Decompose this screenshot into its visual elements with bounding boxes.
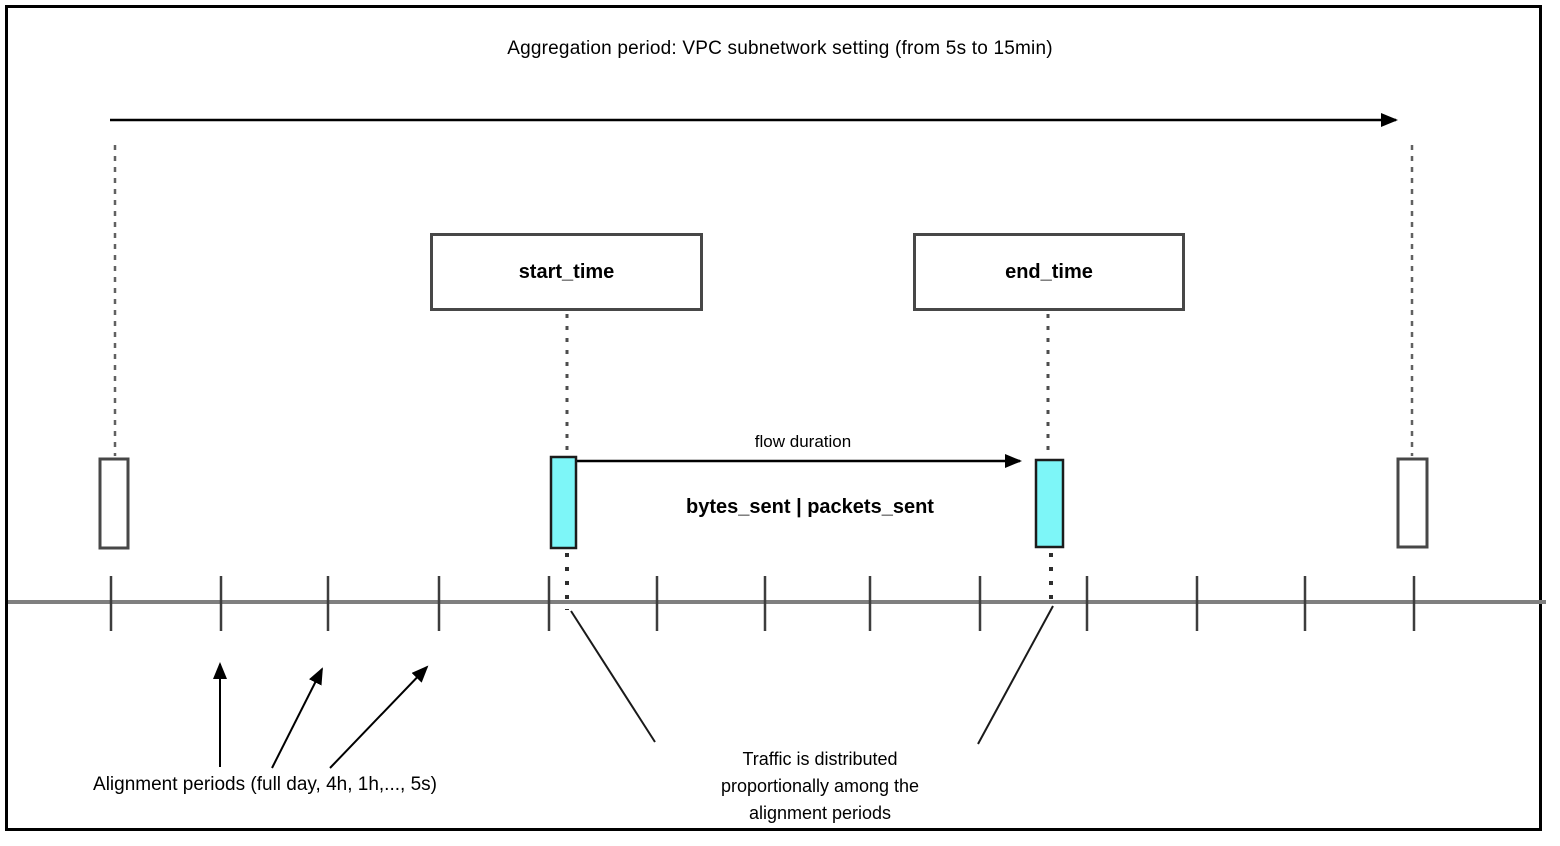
traffic-note-right-leader-line [977,605,1054,745]
alignment-arrow-3 [329,665,429,769]
alignment-periods-label: Alignment periods (full day, 4h, 1h,...,… [93,774,437,795]
timeline-ticks [109,576,1416,631]
start-time-label: start_time [518,260,615,283]
end-time-box: end_time [913,233,1185,311]
end-time-highlight-rect [1034,458,1065,549]
flow-duration-label: flow duration [754,432,852,451]
traffic-note-line2: proportionally among the [720,776,920,796]
start-time-highlight-rect [549,455,578,550]
start-time-box: start_time [430,233,703,311]
traffic-note-left-leader-line [570,610,656,743]
alignment-arrow-2 [271,667,323,769]
diagram-border [5,5,1542,831]
right-boundary-marker-rect [1396,457,1429,549]
left-boundary-marker-rect [98,457,130,550]
traffic-note-line1: Traffic is distributed [742,749,898,769]
metrics-label: bytes_sent | packets_sent [686,496,934,518]
end-time-label: end_time [1005,260,1093,283]
traffic-note-line3: alignment periods [748,803,892,823]
traffic-note: Traffic is distributed proportionally am… [670,746,970,827]
diagram-title: Aggregation period: VPC subnetwork setti… [507,38,1053,59]
